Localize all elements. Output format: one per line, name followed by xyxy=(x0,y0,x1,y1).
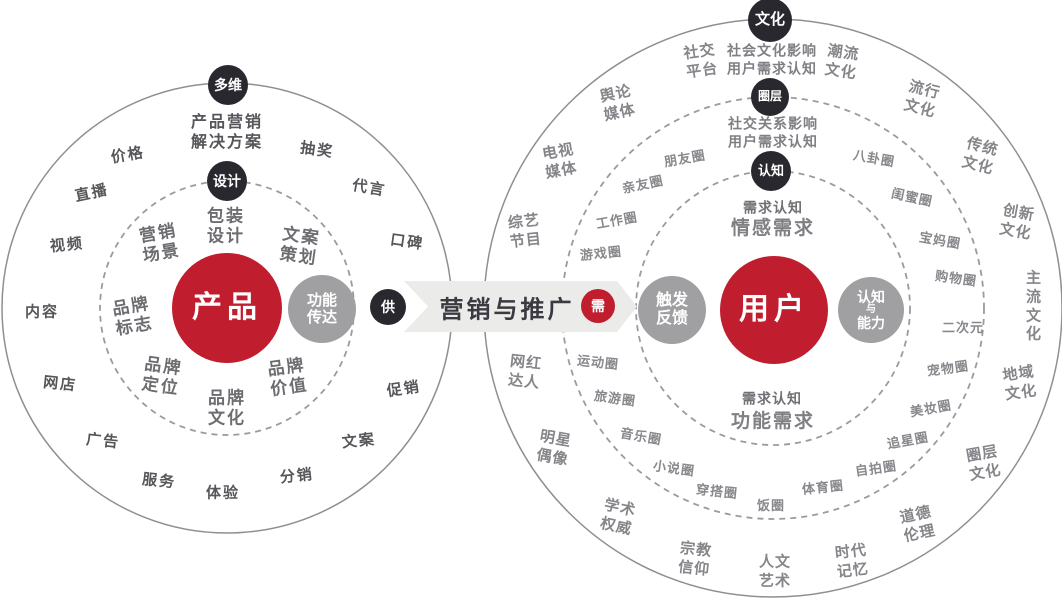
right-outer-ring-label: 潮流 文化 xyxy=(823,42,861,83)
circle-layer-badge: 圈层 xyxy=(751,78,789,116)
right-middle-ring-label: 饭圈 xyxy=(756,497,786,513)
ability-mid-label: 与 xyxy=(866,304,876,315)
left-inner-ring-label: 包装 设计 xyxy=(207,206,245,246)
demand-cognition-bottom-label: 需求认知 xyxy=(742,390,802,407)
ability-bottom-label: 能力 xyxy=(857,315,885,331)
left-outer-ring-label: 体验 xyxy=(205,484,241,502)
left-outer-ring-label: 文案 xyxy=(341,430,377,452)
right-outer-ring-label: 创新 文化 xyxy=(998,201,1037,243)
right-outer-ring-label: 人文 艺术 xyxy=(758,553,792,589)
left-outer-ring-label: 网店 xyxy=(42,373,78,395)
functional-need-label: 功能需求 xyxy=(730,411,816,433)
left-outer-ring-label: 视频 xyxy=(49,234,85,256)
trigger-feedback-circle: 触发 反馈 xyxy=(638,276,706,344)
demand-cognition-top-label: 需求认知 xyxy=(743,199,803,216)
product-label: 产品 xyxy=(192,290,262,324)
cognition-ring-badge: 认知 xyxy=(751,151,791,191)
badge-label: 认知 xyxy=(757,162,784,178)
flow-banner-label: 营销与推广 xyxy=(439,296,575,324)
cognition-ability-circle: 认知 与 能力 xyxy=(838,277,904,343)
left-outer-ring-label: 广告 xyxy=(85,430,121,452)
demand-circle: 需 xyxy=(581,289,615,323)
supply-label: 供 xyxy=(381,298,395,315)
badge-label: 文化 xyxy=(754,11,785,29)
emotional-need-label: 情感需求 xyxy=(730,218,816,240)
right-outer-ring-label: 地域 文化 xyxy=(1001,363,1039,404)
right-outer-ring-label: 社交 平台 xyxy=(682,41,720,82)
right-outer-ring-label: 电视 媒体 xyxy=(540,140,579,182)
right-inner-ring xyxy=(635,170,911,446)
right-outer-ring-label: 网红 达人 xyxy=(507,352,543,392)
ability-top-label: 认知 xyxy=(857,288,885,305)
badge-label: 圈层 xyxy=(757,89,782,104)
left-outer-ring-label: 分销 xyxy=(279,465,315,487)
left-inner-ring-label: 营销 场景 xyxy=(137,220,183,267)
left-inner-ring-badge: 设计 xyxy=(207,161,247,201)
user-label: 用户 xyxy=(739,292,809,326)
left-heading: 产品营销 解决方案 xyxy=(190,114,264,151)
left-outer-ring-badge: 多维 xyxy=(208,65,248,105)
left-outer-ring-label: 服务 xyxy=(141,470,177,492)
badge-label: 多维 xyxy=(214,76,242,93)
left-inner-ring-label: 品牌 文化 xyxy=(208,388,246,428)
left-inner-ring-label: 品牌 价值 xyxy=(266,355,310,400)
right-outer-ring-label: 主流 文化 xyxy=(1025,269,1042,343)
demand-label: 需 xyxy=(591,297,605,314)
right-outer-ring-label: 圈层 文化 xyxy=(964,442,1003,484)
product-center-circle: 产品 xyxy=(172,253,282,363)
function-delivery-circle: 功能 传达 xyxy=(288,275,356,343)
right-outer-ring-label: 明星 偶像 xyxy=(535,427,574,469)
user-center-circle: 用户 xyxy=(720,256,828,364)
culture-caption: 社会文化影响 用户需求认知 xyxy=(727,42,817,77)
left-inner-ring-label: 文案 策划 xyxy=(278,224,322,269)
right-outer-ring-label: 宗教 信仰 xyxy=(677,539,713,579)
left-outer-ring-label: 内容 xyxy=(24,303,60,321)
flow-arrow-banner xyxy=(404,281,637,332)
circle-layer-caption: 社交关系影响 用户需求认知 xyxy=(728,115,818,150)
right-middle-ring-label: 二次元 xyxy=(941,319,985,335)
right-outer-ring-label: 综艺 节目 xyxy=(507,211,543,251)
left-inner-ring-label: 品牌 标志 xyxy=(110,293,156,340)
right-outer-ring-label: 时代 记忆 xyxy=(834,541,870,581)
supply-circle: 供 xyxy=(370,289,406,325)
badge-label: 设计 xyxy=(213,172,241,189)
culture-ring-badge: 文化 xyxy=(748,0,792,42)
left-inner-ring-label: 品牌 定位 xyxy=(140,354,184,399)
